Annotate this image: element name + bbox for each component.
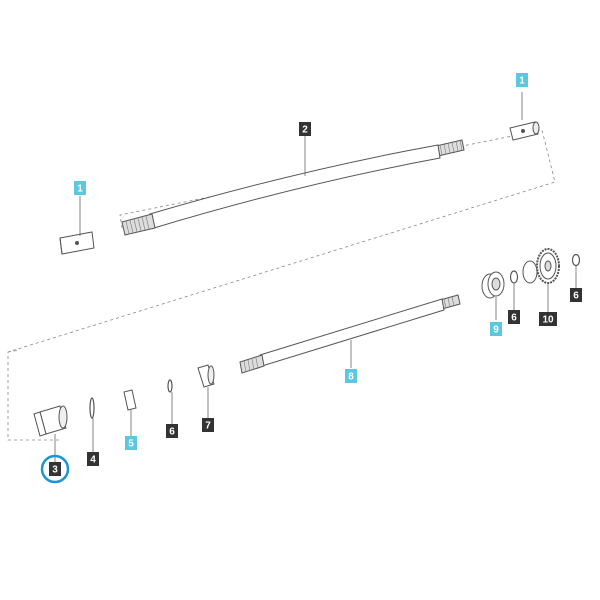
callout-2[interactable]: 2 <box>299 122 311 136</box>
callout-box <box>508 310 520 324</box>
callout-number: 10 <box>542 315 554 326</box>
circlip-right[interactable] <box>571 253 581 267</box>
callout-number: 9 <box>493 325 499 336</box>
callout-number: 6 <box>169 427 175 438</box>
callout-box <box>299 122 311 136</box>
leader-lines <box>54 92 577 462</box>
callout-box <box>166 424 178 438</box>
callout-box <box>202 418 214 432</box>
gear[interactable] <box>522 248 560 284</box>
callout-number: 5 <box>128 439 134 450</box>
drive-shaft[interactable] <box>239 294 461 374</box>
callout-7[interactable]: 7 <box>202 418 214 432</box>
callout-number: 6 <box>511 313 517 324</box>
callout-6-right[interactable]: 6 <box>570 288 582 302</box>
callout-10[interactable]: 10 <box>539 312 557 326</box>
callout-1-top[interactable]: 1 <box>516 73 528 87</box>
callout-1-left[interactable]: 1 <box>74 181 86 195</box>
callout-number: 2 <box>302 125 308 136</box>
callout-box <box>345 369 357 383</box>
collar-7[interactable] <box>197 364 215 388</box>
bushing[interactable] <box>33 405 68 437</box>
callout-number: 6 <box>573 291 579 302</box>
callout-6-left[interactable]: 6 <box>166 424 178 438</box>
callout-box <box>49 462 61 476</box>
callout-number: 3 <box>52 465 58 476</box>
callout-box <box>87 452 99 466</box>
bearing[interactable] <box>481 271 505 299</box>
circlip-middle[interactable] <box>509 270 519 284</box>
callout-box <box>539 312 557 326</box>
callout-4[interactable]: 4 <box>87 452 99 466</box>
ball-joint-left[interactable] <box>59 231 95 255</box>
callout-number: 4 <box>90 455 96 466</box>
callout-8[interactable]: 8 <box>345 369 357 383</box>
callout-number: 7 <box>205 421 211 432</box>
callout-number: 1 <box>77 184 83 195</box>
callout-box <box>570 288 582 302</box>
callout-box <box>516 73 528 87</box>
callout-3[interactable]: 3 <box>40 454 70 484</box>
callout-box <box>125 436 137 450</box>
tie-rod-upper[interactable] <box>121 139 465 236</box>
washer-4[interactable] <box>89 397 95 419</box>
callout-5[interactable]: 5 <box>125 436 137 450</box>
callout-box <box>490 322 502 336</box>
selection-ring <box>40 454 70 484</box>
callout-9[interactable]: 9 <box>490 322 502 336</box>
callout-box <box>74 181 86 195</box>
assembly-outline <box>7 129 556 441</box>
callout-6-mid[interactable]: 6 <box>508 310 520 324</box>
callout-number: 1 <box>519 76 525 87</box>
spacer-5[interactable] <box>123 389 137 411</box>
callout-number: 8 <box>348 372 354 383</box>
circlip-left[interactable] <box>167 379 173 393</box>
ball-joint-right[interactable] <box>509 121 540 141</box>
callout-labels: 1 2 1 9 6 10 6 8 3 4 5 6 7 <box>40 73 582 484</box>
